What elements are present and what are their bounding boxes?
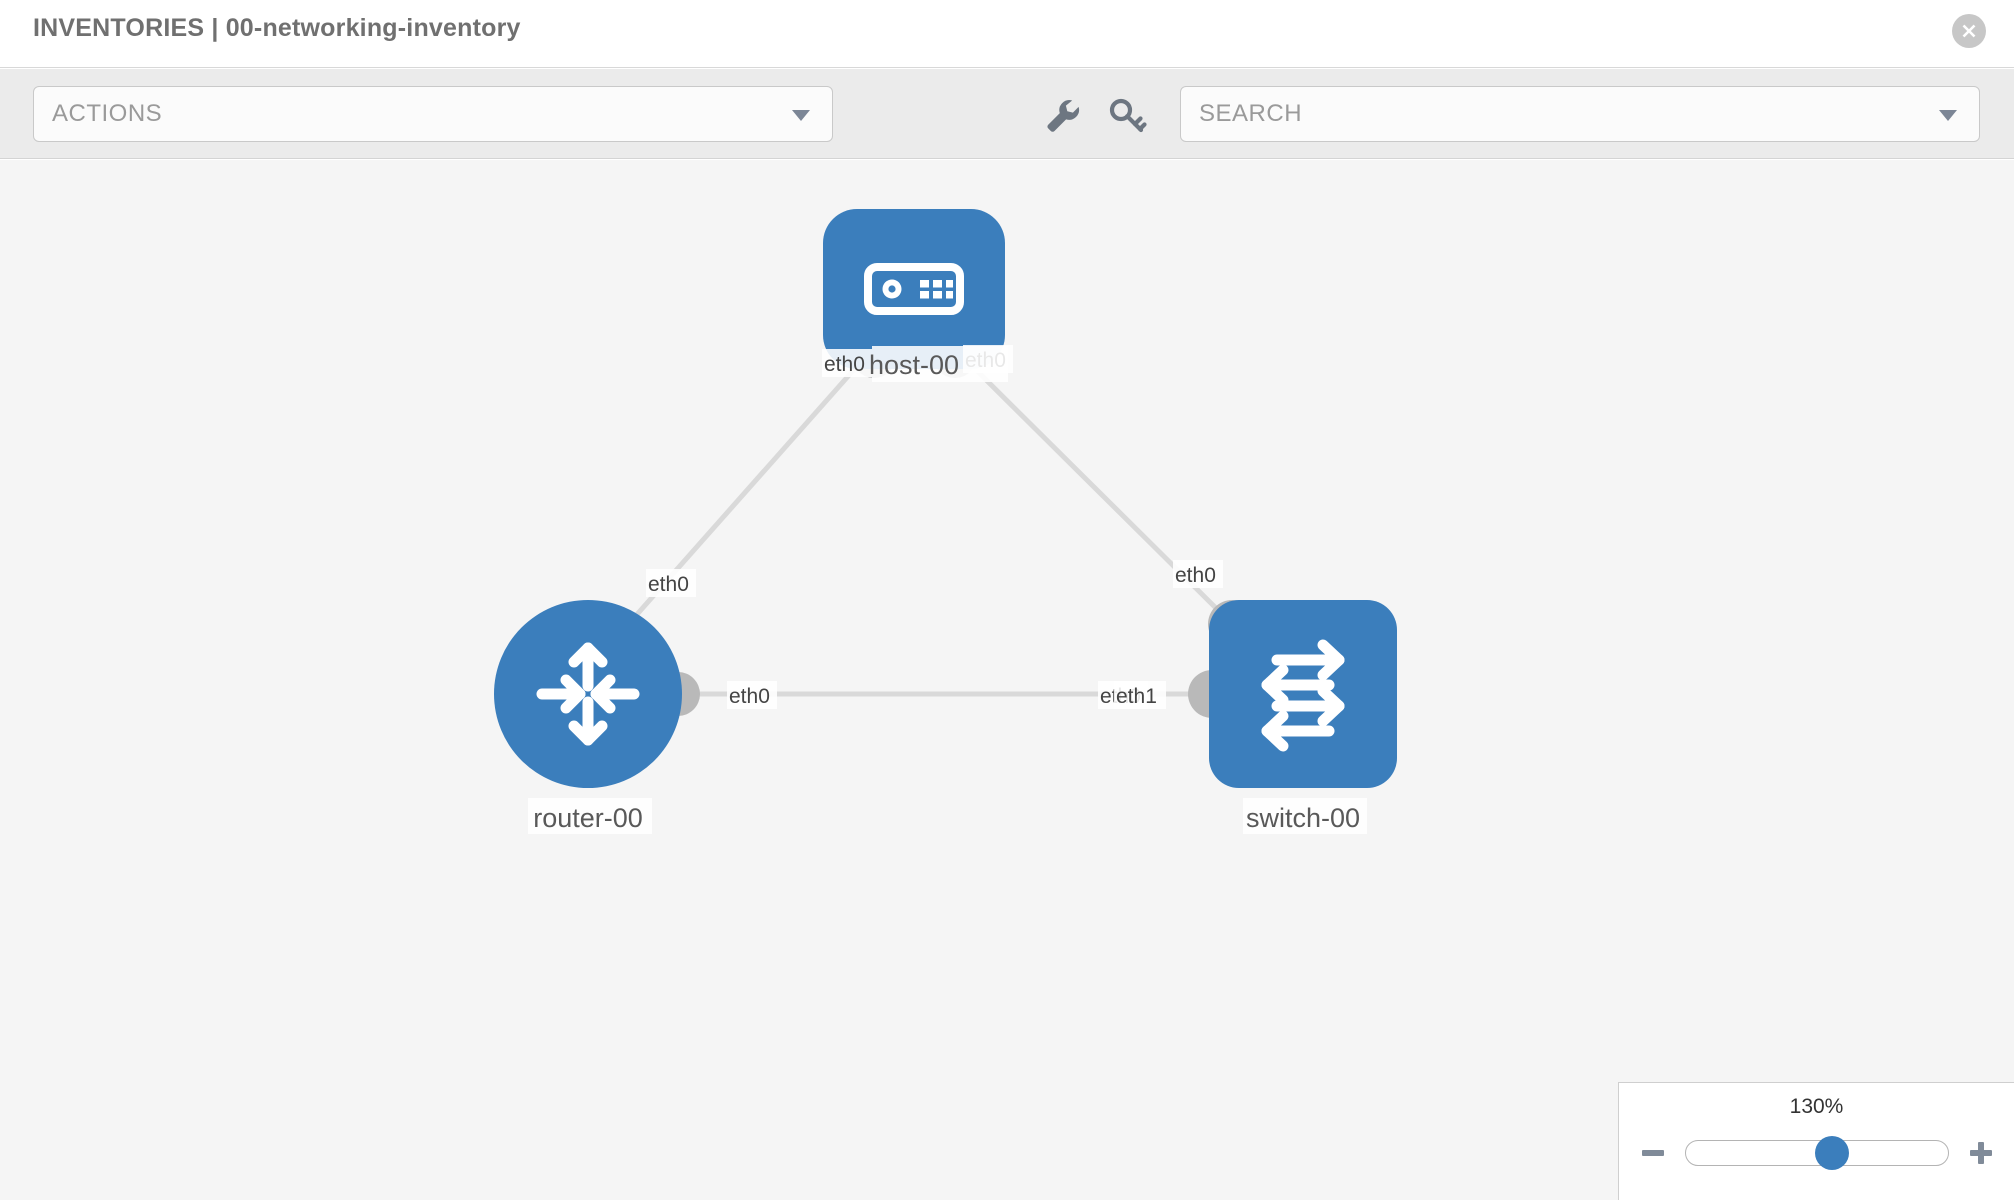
port-label-router-right: eth0 (729, 685, 770, 708)
port-label-switch-left: eth1 (1116, 685, 1157, 708)
zoom-in-button[interactable] (1967, 1139, 1995, 1167)
topology-canvas[interactable]: eth0 eth0 eth0 eth0 eth0 eth0 eth1 (0, 160, 2014, 1200)
zoom-control-panel: 130% (1618, 1082, 2014, 1200)
zoom-slider[interactable] (1684, 1136, 1949, 1170)
page-title: INVENTORIES | 00-networking-inventory (33, 14, 521, 42)
topology-ports (656, 334, 1256, 718)
topology-svg: eth0 eth0 eth0 eth0 eth0 eth0 eth1 (494, 209, 1397, 834)
title-bar: INVENTORIES | 00-networking-inventory (0, 0, 2014, 68)
close-button[interactable] (1952, 14, 1986, 48)
zoom-slider-thumb[interactable] (1815, 1136, 1850, 1170)
topology-edges (629, 353, 1235, 697)
port-label-router-upper: eth0 (648, 573, 689, 596)
chevron-down-icon (792, 110, 810, 121)
node-label-host-00: host-00 (869, 350, 959, 380)
search-input[interactable]: SEARCH (1180, 86, 1980, 142)
node-host-00[interactable] (823, 209, 1005, 369)
port-label-switch-upper: eth0 (1175, 564, 1216, 587)
wrench-icon (1043, 97, 1083, 133)
node-labels: host-00 router-00 switch-00 (528, 346, 1367, 834)
node-label-switch-00: switch-00 (1246, 803, 1360, 833)
zoom-control-row (1619, 1133, 2014, 1173)
node-switch-00[interactable] (1209, 600, 1397, 788)
search-placeholder: SEARCH (1199, 100, 1303, 127)
key-icon (1108, 97, 1148, 133)
search-chevron-down-icon[interactable] (1939, 110, 1957, 121)
node-router-00[interactable] (494, 600, 682, 788)
actions-dropdown[interactable]: ACTIONS (33, 86, 833, 142)
close-icon (1959, 21, 1979, 41)
zoom-out-button[interactable] (1639, 1139, 1667, 1167)
node-label-router-00: router-00 (533, 803, 643, 833)
wrench-button[interactable] (1043, 97, 1083, 133)
port-label-host-left: eth0 (824, 353, 865, 376)
key-button[interactable] (1108, 97, 1148, 133)
toolbar: ACTIONS SEARCH (0, 69, 2014, 159)
actions-dropdown-label: ACTIONS (52, 100, 163, 127)
zoom-percent-label: 130% (1789, 1095, 1844, 1118)
